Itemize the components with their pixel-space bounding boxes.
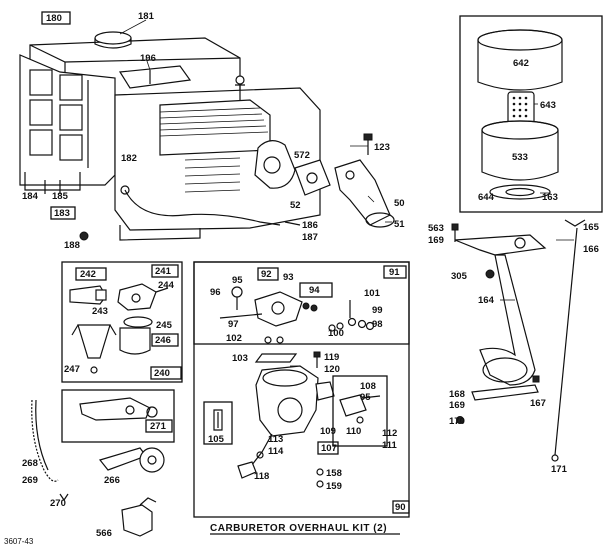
label-93: 93 bbox=[283, 272, 294, 283]
label-186: 186 bbox=[302, 220, 318, 231]
label-164: 164 bbox=[478, 295, 495, 306]
label-182: 182 bbox=[121, 153, 137, 164]
label-271: 271 bbox=[150, 421, 167, 432]
label-108: 108 bbox=[360, 381, 376, 392]
label-643: 643 bbox=[540, 100, 556, 111]
label-167: 167 bbox=[530, 398, 546, 409]
label-183: 183 bbox=[54, 208, 70, 219]
label-97: 97 bbox=[228, 319, 239, 330]
label-168: 168 bbox=[449, 389, 465, 400]
label-243: 243 bbox=[92, 306, 108, 317]
air-filter-assembly bbox=[459, 15, 603, 213]
label-118: 118 bbox=[254, 471, 269, 482]
label-114: 114 bbox=[268, 446, 284, 457]
label-103: 103 bbox=[232, 353, 248, 364]
part-labels: 180 181 196 182 184 185 183 188 572 52 5… bbox=[22, 11, 600, 539]
label-165: 165 bbox=[583, 222, 600, 233]
label-100: 100 bbox=[328, 328, 344, 339]
lower-left-parts bbox=[31, 389, 175, 537]
label-166: 166 bbox=[583, 244, 599, 255]
label-111: 111 bbox=[382, 440, 398, 451]
label-109: 109 bbox=[320, 426, 336, 437]
label-92: 92 bbox=[261, 269, 272, 280]
label-244: 244 bbox=[158, 280, 175, 291]
label-240: 240 bbox=[154, 368, 170, 379]
label-52: 52 bbox=[290, 200, 301, 211]
label-94: 94 bbox=[309, 285, 320, 296]
label-158: 158 bbox=[326, 468, 342, 479]
label-99: 99 bbox=[372, 305, 383, 316]
label-123: 123 bbox=[374, 142, 390, 153]
label-245: 245 bbox=[156, 320, 173, 331]
leader-lines bbox=[119, 19, 574, 367]
frame-180 bbox=[41, 11, 71, 25]
engine-assembly bbox=[19, 31, 395, 241]
label-170: 170 bbox=[449, 416, 465, 427]
label-242: 242 bbox=[80, 269, 96, 280]
label-159: 159 bbox=[326, 481, 342, 492]
label-95b: 95 bbox=[360, 392, 371, 403]
label-266: 266 bbox=[104, 475, 120, 486]
label-169b: 169 bbox=[449, 400, 465, 411]
carburetor-group bbox=[193, 261, 410, 518]
air-filter-frame bbox=[459, 15, 603, 213]
label-196: 196 bbox=[140, 53, 156, 64]
label-51: 51 bbox=[394, 219, 405, 230]
label-184: 184 bbox=[22, 191, 39, 202]
governor-linkage bbox=[451, 219, 586, 462]
label-112: 112 bbox=[382, 428, 397, 439]
label-533: 533 bbox=[512, 152, 528, 163]
label-572: 572 bbox=[294, 150, 310, 161]
label-180: 180 bbox=[46, 13, 62, 24]
fuel-pump-group bbox=[61, 261, 183, 383]
kit-caption: CARBURETOR OVERHAUL KIT (2) bbox=[210, 523, 387, 534]
label-113: 113 bbox=[268, 434, 283, 445]
label-644: 644 bbox=[478, 192, 495, 203]
label-105: 105 bbox=[208, 434, 225, 445]
label-241: 241 bbox=[155, 266, 172, 277]
label-270: 270 bbox=[50, 498, 66, 509]
drawing-number: 3607-43 bbox=[4, 537, 34, 546]
label-169a: 169 bbox=[428, 235, 444, 246]
label-91: 91 bbox=[389, 267, 400, 278]
label-163: 163 bbox=[542, 192, 558, 203]
label-187: 187 bbox=[302, 232, 318, 243]
label-181: 181 bbox=[138, 11, 155, 22]
frame-183 bbox=[50, 206, 76, 220]
label-98: 98 bbox=[372, 319, 383, 330]
label-171: 171 bbox=[551, 464, 568, 475]
label-563: 563 bbox=[428, 223, 444, 234]
label-107: 107 bbox=[321, 443, 337, 454]
label-247: 247 bbox=[64, 364, 80, 375]
label-120: 120 bbox=[324, 364, 340, 375]
label-50: 50 bbox=[394, 198, 405, 209]
label-101: 101 bbox=[364, 288, 381, 299]
label-268: 268 bbox=[22, 458, 38, 469]
label-185: 185 bbox=[52, 191, 69, 202]
label-566: 566 bbox=[96, 528, 112, 539]
label-269: 269 bbox=[22, 475, 38, 486]
label-246: 246 bbox=[155, 335, 171, 346]
label-95a: 95 bbox=[232, 275, 243, 286]
label-102: 102 bbox=[226, 333, 242, 344]
label-90: 90 bbox=[395, 502, 406, 513]
label-110: 110 bbox=[346, 426, 361, 437]
label-305: 305 bbox=[451, 271, 468, 282]
label-188: 188 bbox=[64, 240, 80, 251]
label-96: 96 bbox=[210, 287, 221, 298]
label-642: 642 bbox=[513, 58, 529, 69]
label-119: 119 bbox=[324, 352, 339, 363]
